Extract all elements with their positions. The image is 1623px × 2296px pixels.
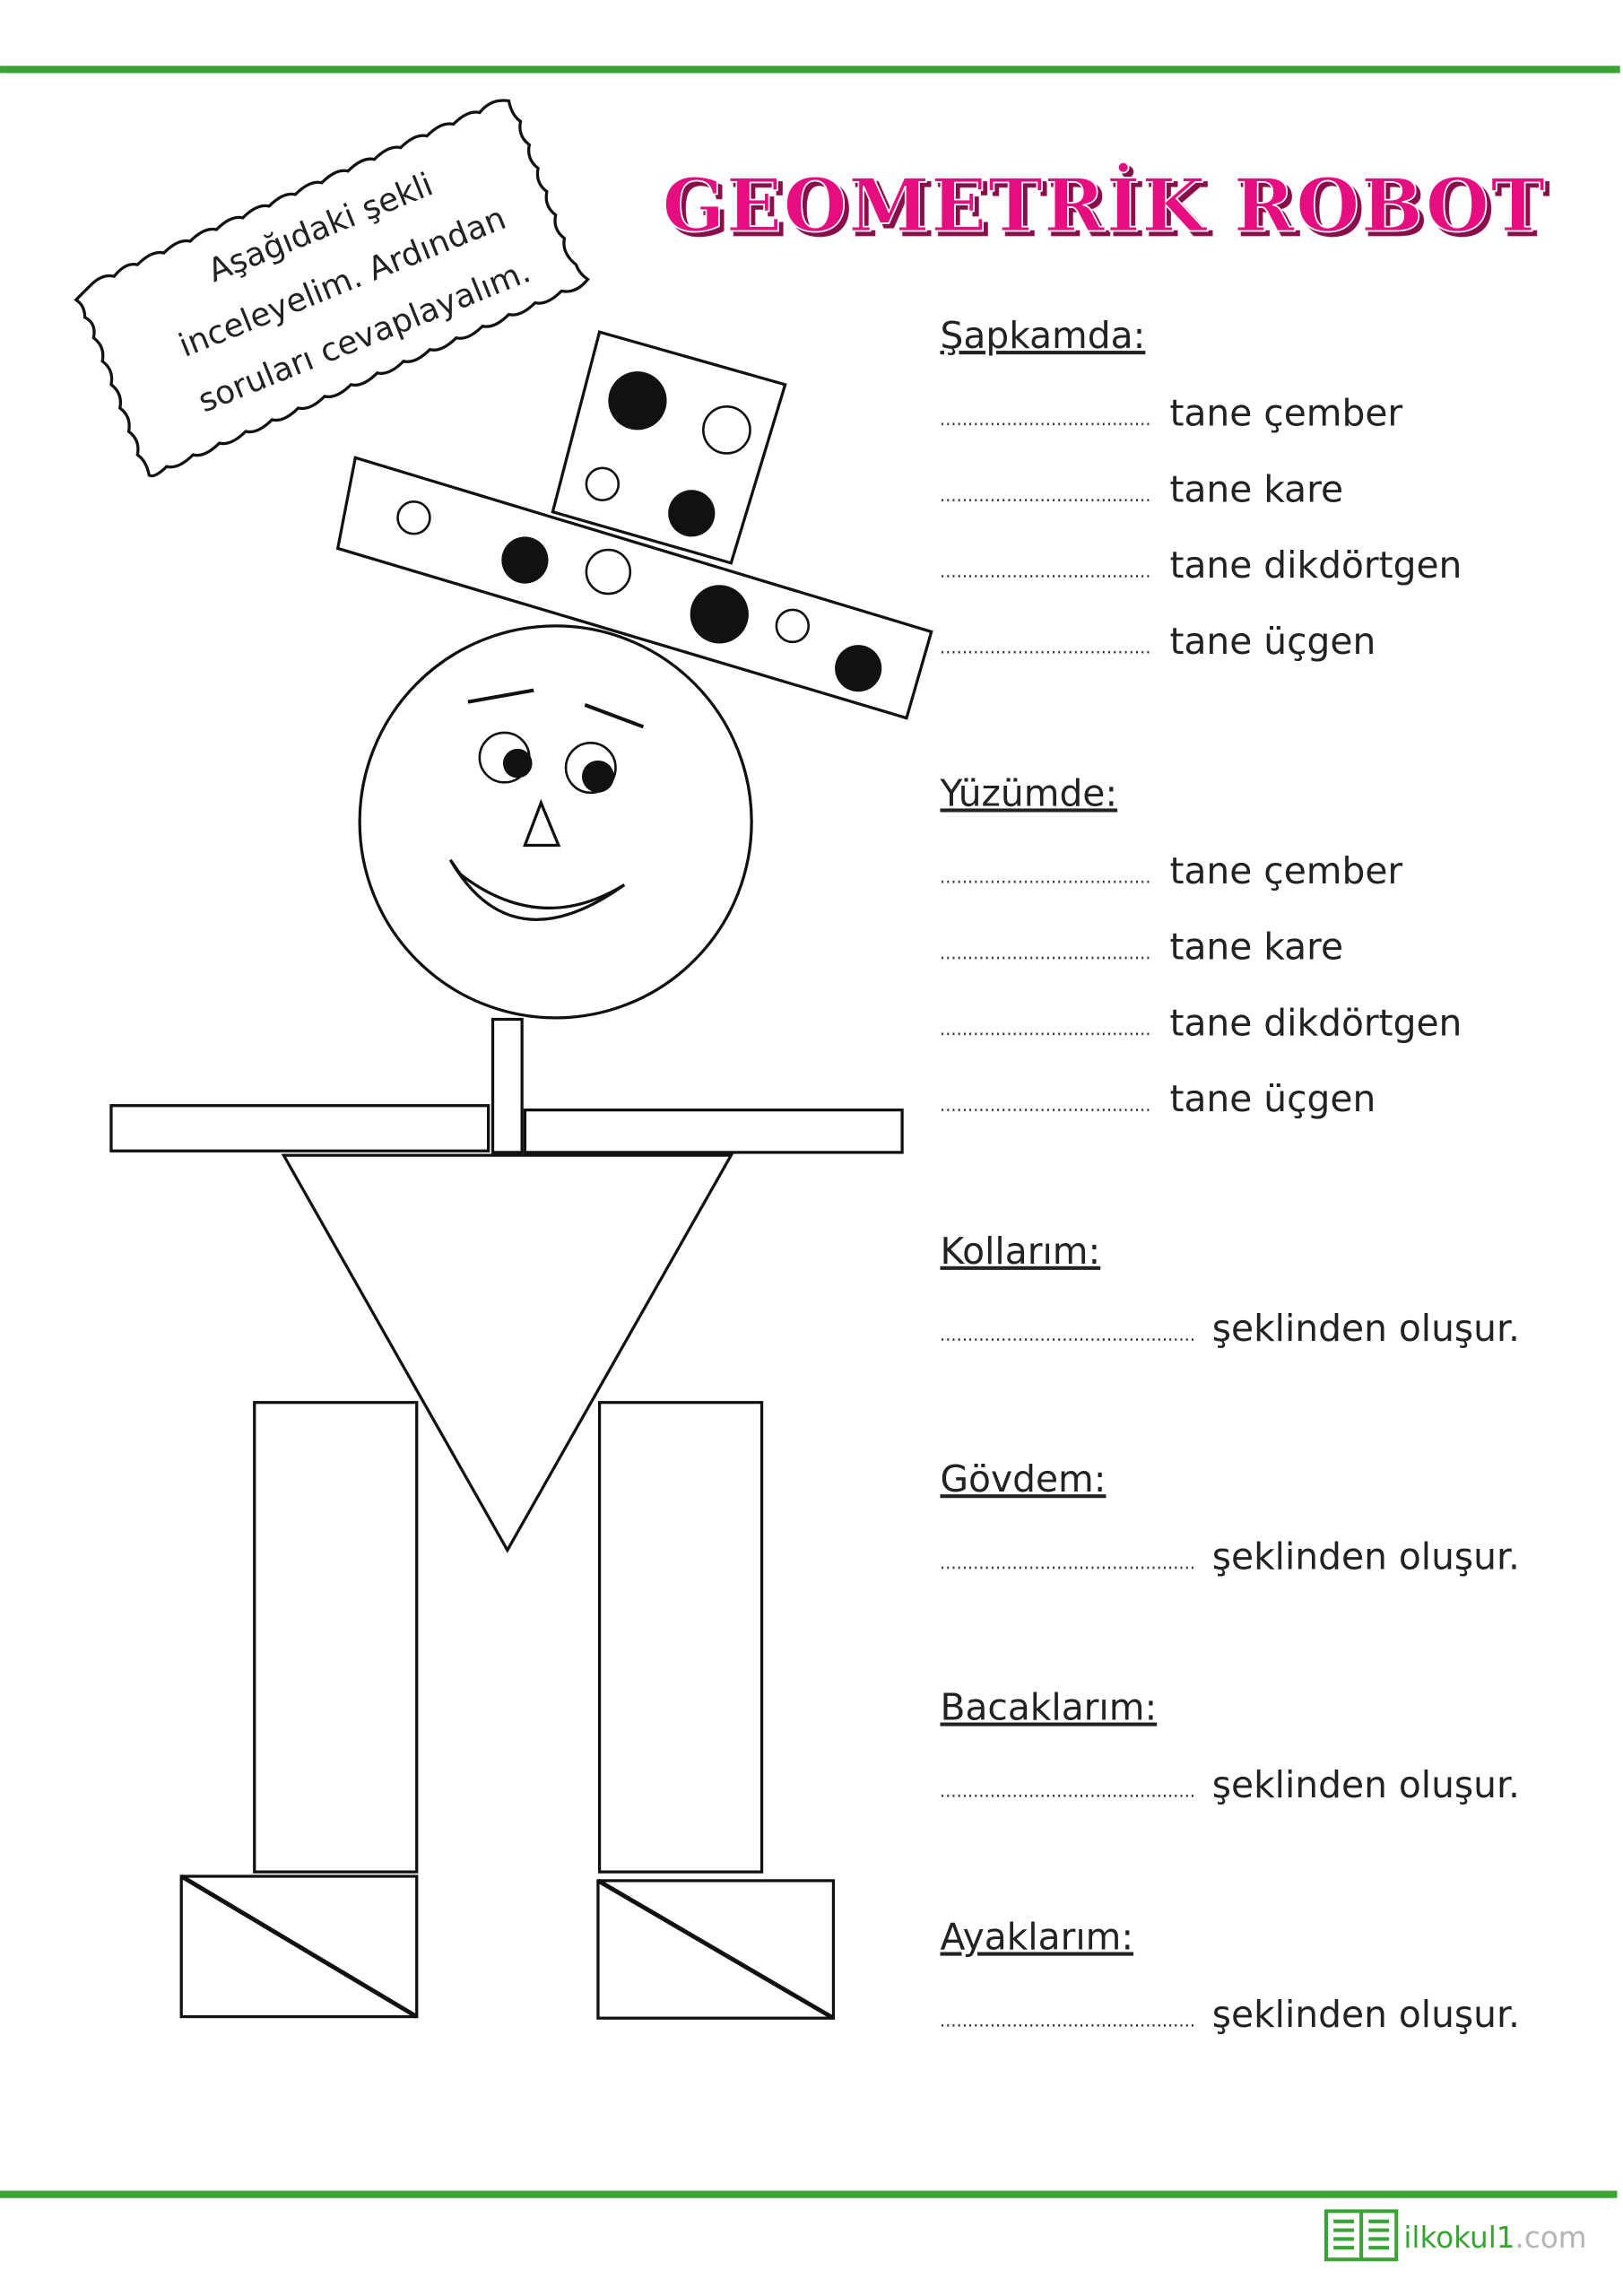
- question-text: tane kare: [1169, 467, 1343, 510]
- neck: [490, 1017, 524, 1154]
- top-border: [0, 65, 1620, 74]
- right-leg: [597, 1401, 764, 1874]
- bottom-border: [0, 2190, 1618, 2198]
- hat-square: [551, 330, 787, 565]
- section-heading: Gövdem:: [940, 1457, 1106, 1500]
- left-leg: [253, 1401, 419, 1874]
- question-text: tane çember: [1169, 849, 1402, 892]
- body-triangle: [281, 1153, 734, 1553]
- right-foot: [596, 1878, 836, 2021]
- section-heading: Bacaklarım:: [940, 1686, 1157, 1729]
- question-text: tane üçgen: [1169, 620, 1376, 663]
- face: [358, 624, 753, 1020]
- section-heading: Ayaklarım:: [940, 1916, 1133, 1959]
- page-title: GEOMETRİK ROBOT: [663, 161, 1547, 249]
- circle-icon: [702, 404, 751, 455]
- question-text: tane çember: [1169, 391, 1402, 434]
- right-arm: [523, 1108, 904, 1154]
- question-text: şeklinden oluşur.: [1212, 1993, 1520, 2036]
- site-logo[interactable]: ilkokul1.com: [1324, 2209, 1587, 2262]
- question-text: şeklinden oluşur.: [1212, 1535, 1520, 1578]
- section-heading: Yüzümde:: [939, 771, 1117, 814]
- book-icon: [1324, 2209, 1399, 2262]
- question-text: tane dikdörtgen: [1169, 544, 1462, 587]
- left-arm: [109, 1104, 490, 1152]
- question-text: şeklinden oluşur.: [1212, 1307, 1520, 1350]
- question-text: tane dikdörtgen: [1169, 1001, 1462, 1044]
- questions: Şapkamda: tane çember tane kare tane dik…: [939, 314, 1519, 2036]
- instruction-note: Aşağıdaki şekli inceleyelim. Ardından so…: [74, 99, 590, 478]
- logo-text[interactable]: ilkokul1.com: [1403, 2221, 1586, 2255]
- question-text: tane üçgen: [1169, 1077, 1376, 1120]
- question-text: tane kare: [1169, 926, 1343, 969]
- robot-figure: [109, 330, 933, 2021]
- circle-icon: [668, 490, 716, 537]
- section-heading: Kollarım:: [940, 1230, 1100, 1273]
- section-heading: Şapkamda:: [940, 314, 1145, 357]
- left-foot: [179, 1874, 419, 2019]
- hat-brim: [335, 456, 933, 720]
- question-text: şeklinden oluşur.: [1212, 1763, 1520, 1806]
- circle-icon: [585, 466, 621, 501]
- circle-icon: [608, 371, 667, 430]
